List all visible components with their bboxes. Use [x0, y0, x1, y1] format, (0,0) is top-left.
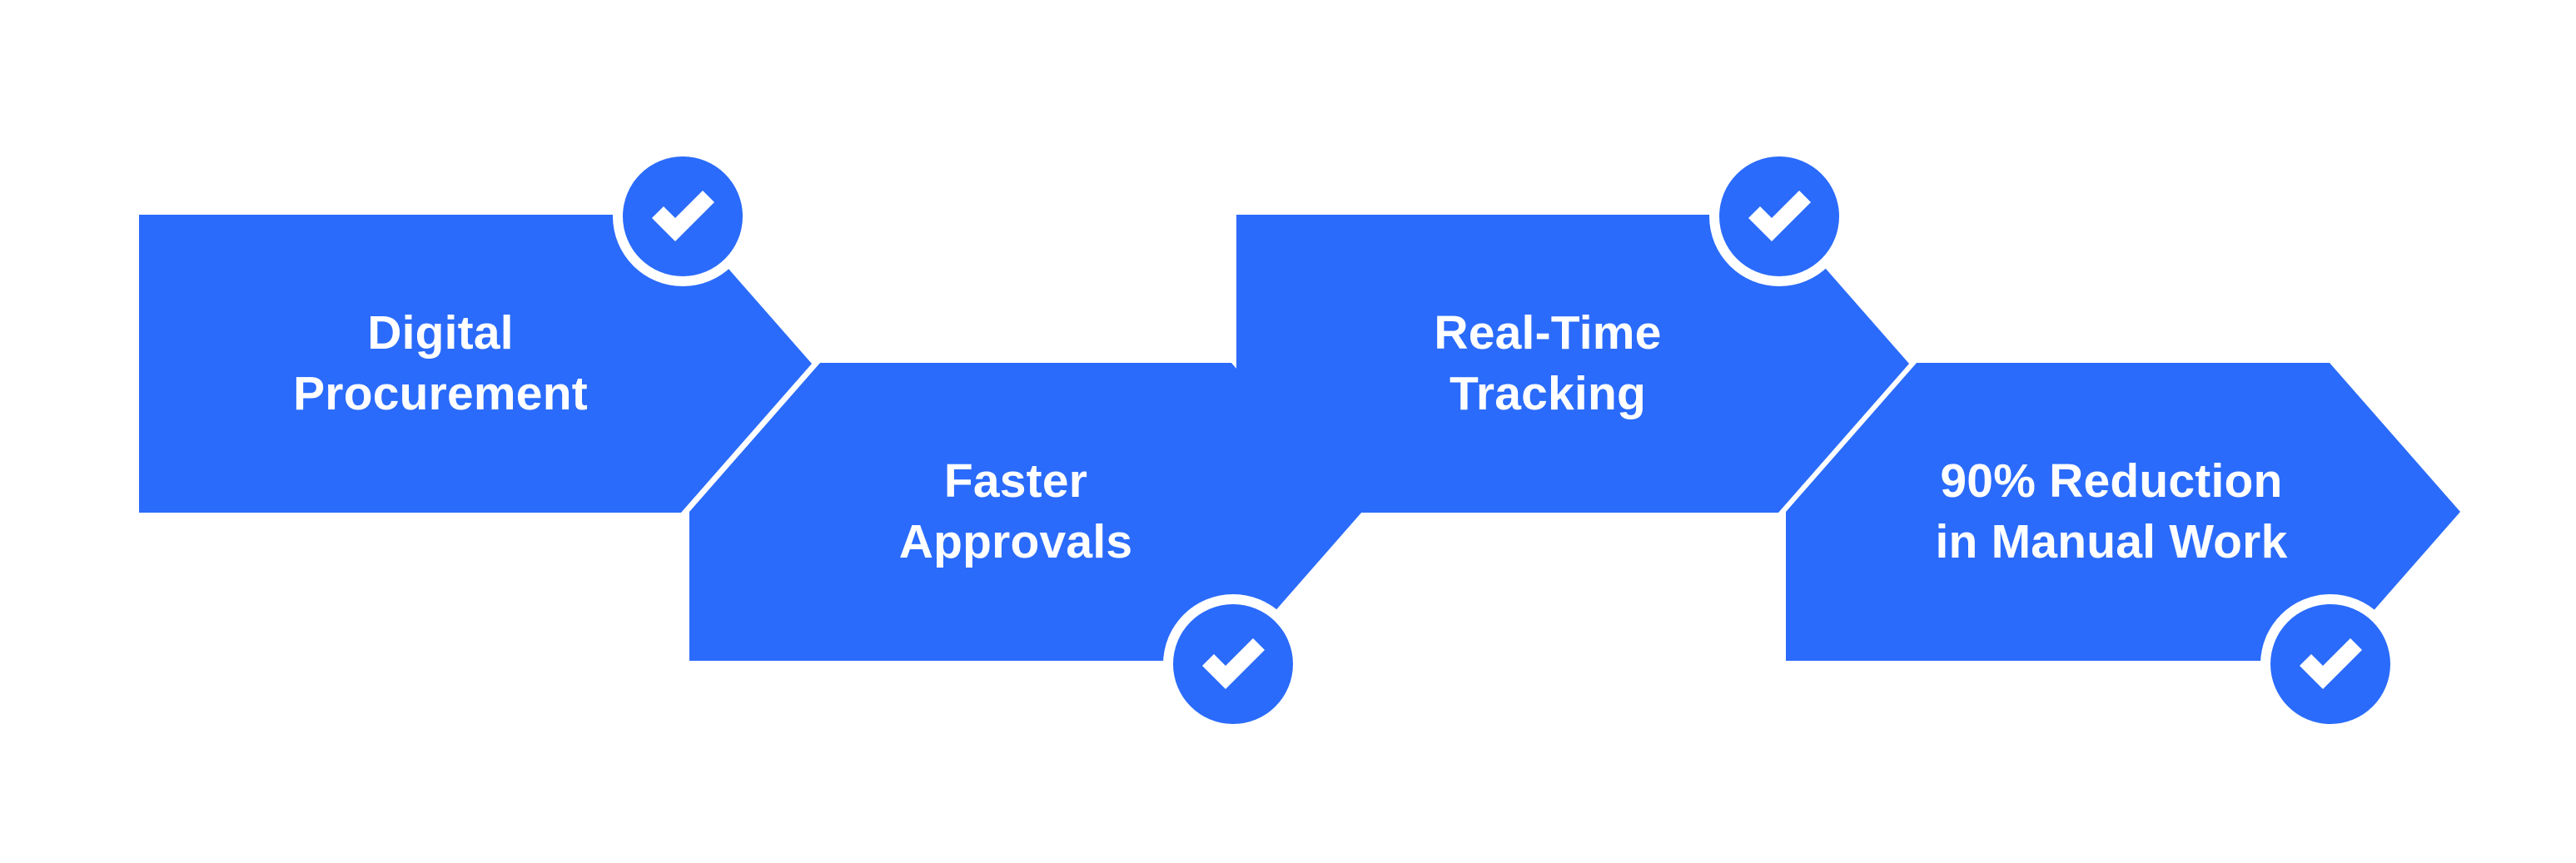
- check-icon: [1163, 594, 1303, 734]
- chevron-shape-2: [689, 363, 1362, 661]
- chevron-shape-4: [1786, 363, 2460, 661]
- check-badge-2[interactable]: [1162, 593, 1304, 735]
- chevron-shape-1: [139, 215, 812, 513]
- check-icon: [613, 146, 753, 286]
- chevron-shape-3: [1236, 215, 1909, 513]
- check-icon: [1709, 146, 1849, 286]
- check-badge-3[interactable]: [1708, 146, 1850, 287]
- check-icon: [2260, 594, 2400, 734]
- check-badge-1[interactable]: [612, 146, 753, 287]
- check-badge-4[interactable]: [2260, 593, 2401, 735]
